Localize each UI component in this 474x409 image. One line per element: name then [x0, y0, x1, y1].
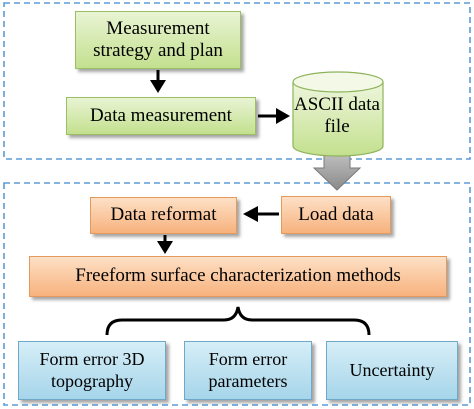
ascii-data-file-label: ASCII data file — [292, 88, 382, 144]
top-section-frame — [3, 2, 471, 160]
form-error-parameters-box: Form error parameters — [184, 341, 312, 400]
data-measurement-label: Data measurement — [90, 104, 232, 126]
form-error-parameters-label: Form error parameters — [208, 349, 288, 391]
arrow-load-to-reformat — [243, 206, 279, 222]
uncertainty-label: Uncertainty — [349, 359, 435, 380]
characterization-methods-box: Freeform surface characterization method… — [29, 256, 447, 297]
measurement-strategy-box: Measurement strategy and plan — [75, 11, 241, 69]
ascii-data-file-text: ASCII data file — [293, 93, 380, 137]
data-measurement-box: Data measurement — [66, 97, 256, 135]
arrow-measurement-to-file — [258, 108, 290, 124]
data-reformat-box: Data reformat — [90, 197, 237, 234]
load-data-label: Load data — [298, 203, 374, 225]
database-cylinder — [292, 71, 384, 157]
uncertainty-box: Uncertainty — [326, 341, 458, 400]
curly-brace — [105, 306, 371, 336]
form-error-3d-label: Form error 3D topography — [39, 349, 145, 391]
arrow-strategy-to-measurement — [150, 70, 166, 93]
load-data-box: Load data — [281, 196, 391, 234]
characterization-methods-label: Freeform surface characterization method… — [75, 265, 401, 287]
data-reformat-label: Data reformat — [110, 204, 217, 226]
arrow-reformat-to-methods — [157, 235, 173, 254]
form-error-3d-box: Form error 3D topography — [18, 341, 166, 400]
measurement-strategy-label: Measurement strategy and plan — [93, 17, 223, 61]
bottom-section-frame — [3, 182, 471, 406]
